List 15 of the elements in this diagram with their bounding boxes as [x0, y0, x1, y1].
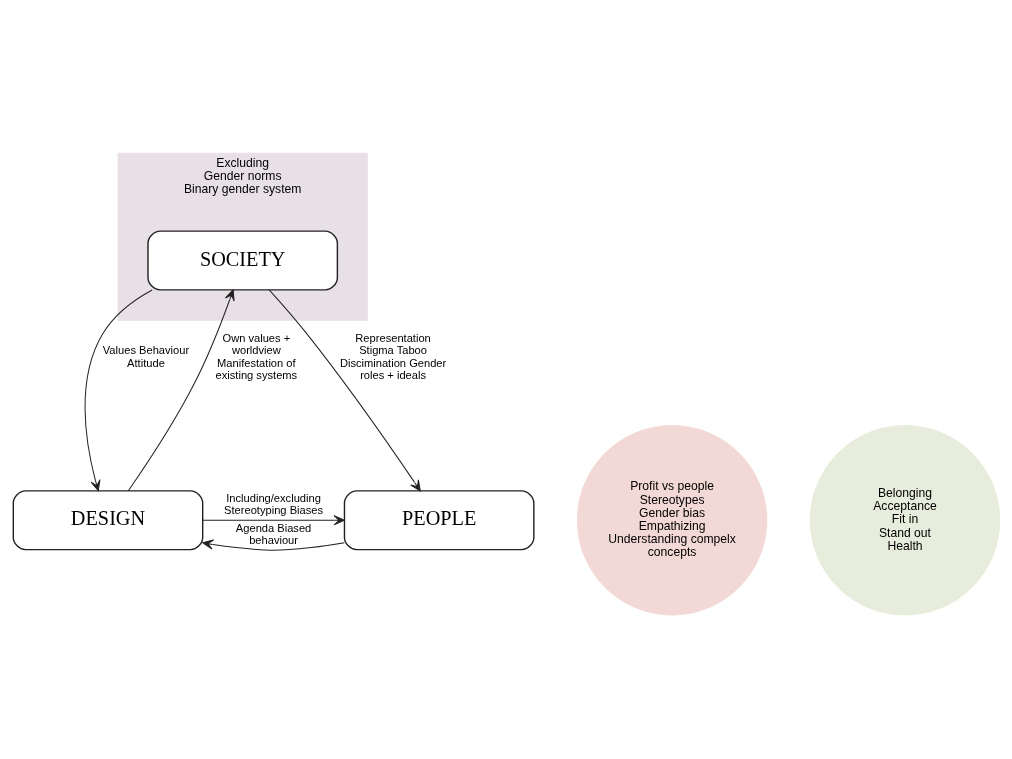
- arrow: [127, 288, 235, 491]
- arrow: [201, 514, 345, 525]
- arrow: [84, 288, 153, 491]
- arrow: [201, 539, 345, 551]
- arrow: [268, 288, 421, 491]
- node-box: DESIGN: [12, 489, 203, 550]
- edge-label: Agenda Biased behaviour: [235, 521, 311, 546]
- edge-label: Representation Stigma Taboo Discimination Gender roles + ideals: [339, 331, 446, 381]
- edge-label: Values Behaviour Attitude: [102, 343, 189, 369]
- node-box: SOCIETY: [146, 229, 338, 291]
- edge-label: Including/excluding Stereotyping Biases: [223, 491, 323, 516]
- node-box: PEOPLE: [343, 489, 535, 550]
- node-circle: Profit vs people Stereotypes Gender bias Empathizing Understanding compelx concepts: [576, 424, 767, 615]
- node-circle: Belonging Acceptance Fit in Stand out Health: [809, 424, 1000, 615]
- edge-label: Own values + worldview Manifestation of existing systems: [215, 331, 297, 381]
